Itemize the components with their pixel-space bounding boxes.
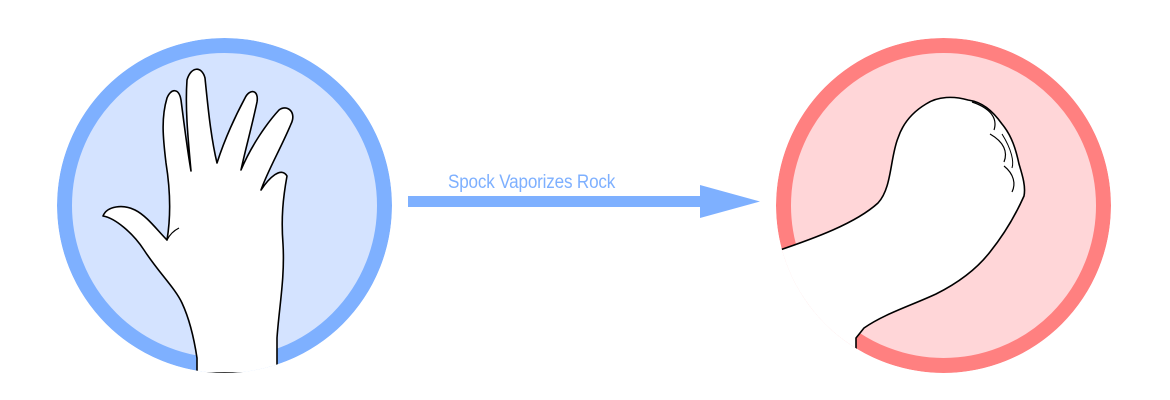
right-arrow-icon xyxy=(408,185,760,218)
edge-label: Spock Vaporizes Rock xyxy=(448,172,616,193)
spock-hand-icon xyxy=(57,38,392,373)
spock-node xyxy=(57,38,392,373)
rock-node xyxy=(776,38,1111,373)
rock-fist-icon xyxy=(776,38,1111,373)
